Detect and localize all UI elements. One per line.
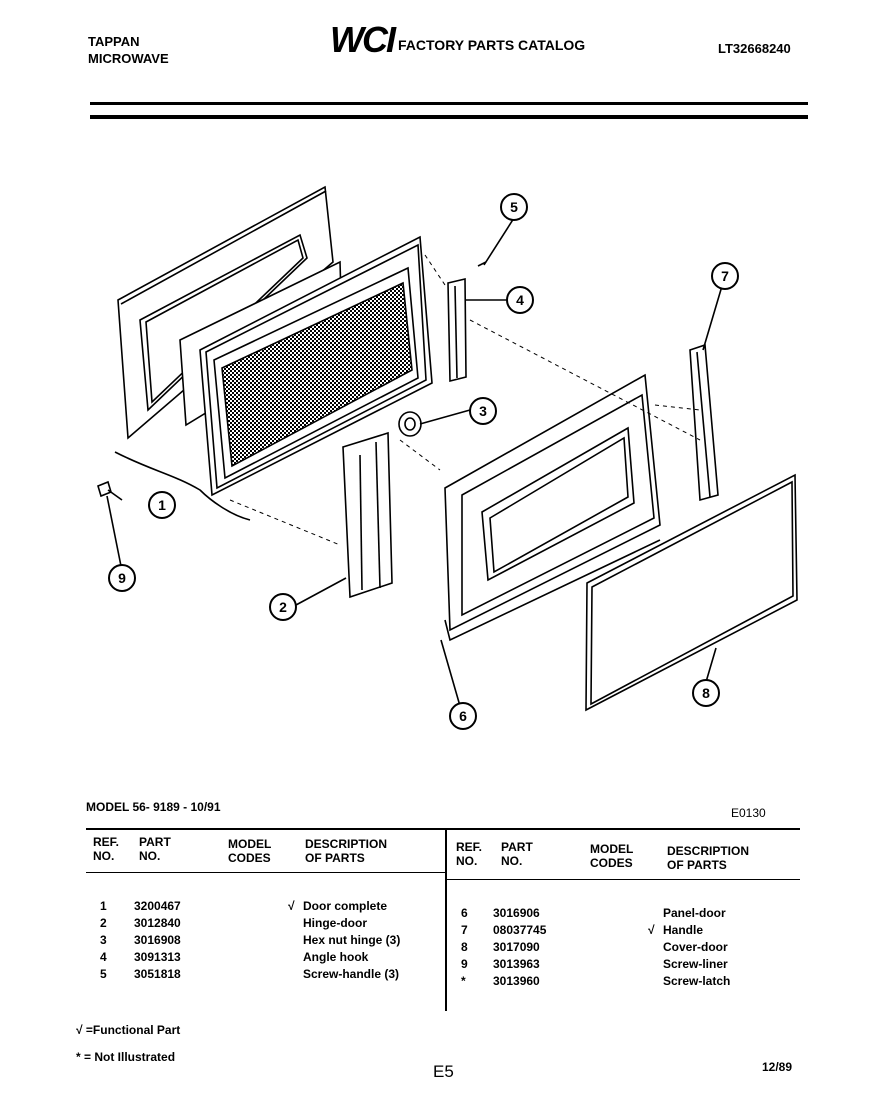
callout-9: 9 (118, 570, 126, 586)
callout-6: 6 (459, 708, 467, 724)
date-code: 12/89 (762, 1060, 793, 1074)
cover-door-shape (585, 473, 798, 712)
callout-3: 3 (479, 403, 487, 419)
callout-2: 2 (279, 599, 287, 615)
header-rule-bottom (90, 115, 808, 119)
functional-part-note: √ =Functional Part (76, 1023, 181, 1037)
exploded-parts-diagram: 1 2 3 4 5 6 7 8 9 (97, 185, 798, 730)
callout-8: 8 (702, 685, 710, 701)
brand-line-1: TAPPAN (88, 34, 140, 49)
model-line: MODEL 56- 9189 - 10/91 (86, 800, 221, 814)
figure-code: E0130 (731, 806, 766, 820)
callout-5: 5 (510, 199, 518, 215)
hdr-ref: REF.NO. (93, 835, 120, 863)
door-panel-shape (444, 373, 661, 632)
hinge-shape (342, 431, 393, 599)
page-number: E5 (433, 1062, 454, 1081)
brand-line-2: MICROWAVE (88, 51, 169, 66)
left-header-rule (86, 872, 446, 873)
catalog-title: FACTORY PARTS CATALOG (398, 37, 586, 53)
table-divider (445, 828, 447, 1011)
hdr-ref-right: REF.NO. (456, 840, 483, 868)
callout-4: 4 (516, 292, 524, 308)
header-rule-top (90, 102, 808, 105)
callout-1: 1 (158, 497, 166, 513)
doc-number: LT32668240 (718, 41, 791, 56)
not-illustrated-note: * = Not Illustrated (76, 1050, 176, 1064)
right-header-rule (446, 879, 800, 880)
table-top-rule (86, 828, 800, 830)
callout-7: 7 (721, 268, 729, 284)
wci-logo: WCI (330, 19, 396, 60)
door-frame-shape (117, 185, 334, 440)
